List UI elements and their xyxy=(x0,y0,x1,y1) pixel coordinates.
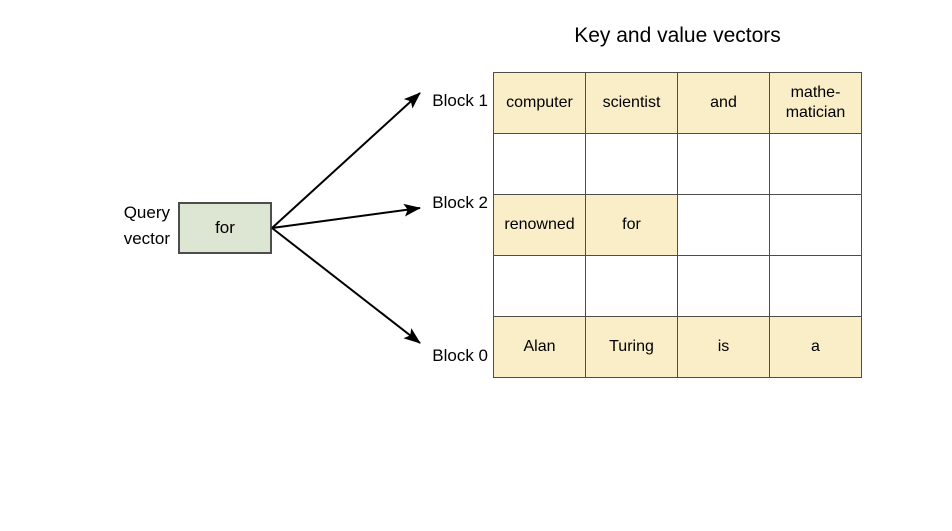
table-cell[interactable] xyxy=(677,255,770,317)
table-cell[interactable] xyxy=(493,133,586,195)
table-cell[interactable]: scientist xyxy=(585,72,678,134)
table-cell[interactable]: Alan xyxy=(493,316,586,378)
arrow-to-block-0 xyxy=(271,227,421,344)
table-cell[interactable] xyxy=(769,194,862,256)
table-row xyxy=(493,255,862,317)
table-cell[interactable]: Turing xyxy=(585,316,678,378)
query-vector-label: Query vector xyxy=(60,200,170,252)
block-label-block-0: Block 0 xyxy=(432,346,488,365)
table-cell[interactable] xyxy=(769,255,862,317)
query-vector-token: for xyxy=(215,218,235,237)
page-title: Key and value vectors xyxy=(574,24,781,47)
table-cell[interactable]: is xyxy=(677,316,770,378)
table-cell[interactable] xyxy=(493,255,586,317)
query-vector-label-line2: vector xyxy=(123,229,170,248)
table-cell[interactable]: mathe-matician xyxy=(769,72,862,134)
block-label-block-2: Block 2 xyxy=(432,193,488,212)
arrow-to-block-2 xyxy=(271,203,421,229)
table-cell[interactable] xyxy=(769,133,862,195)
query-vector-label-line1: Query xyxy=(123,203,170,222)
table-cell[interactable] xyxy=(585,255,678,317)
query-vector-box[interactable]: for xyxy=(178,202,272,254)
table-cell[interactable] xyxy=(677,194,770,256)
table-cell[interactable] xyxy=(677,133,770,195)
table-cell[interactable]: for xyxy=(585,194,678,256)
table-cell[interactable]: and xyxy=(677,72,770,134)
block-label-block-1: Block 1 xyxy=(432,91,488,110)
arrow-to-block-1 xyxy=(271,92,421,229)
table-cell[interactable]: renowned xyxy=(493,194,586,256)
table-cell[interactable] xyxy=(585,133,678,195)
table-row xyxy=(493,133,862,195)
table-cell[interactable]: computer xyxy=(493,72,586,134)
table-cell[interactable]: a xyxy=(769,316,862,378)
